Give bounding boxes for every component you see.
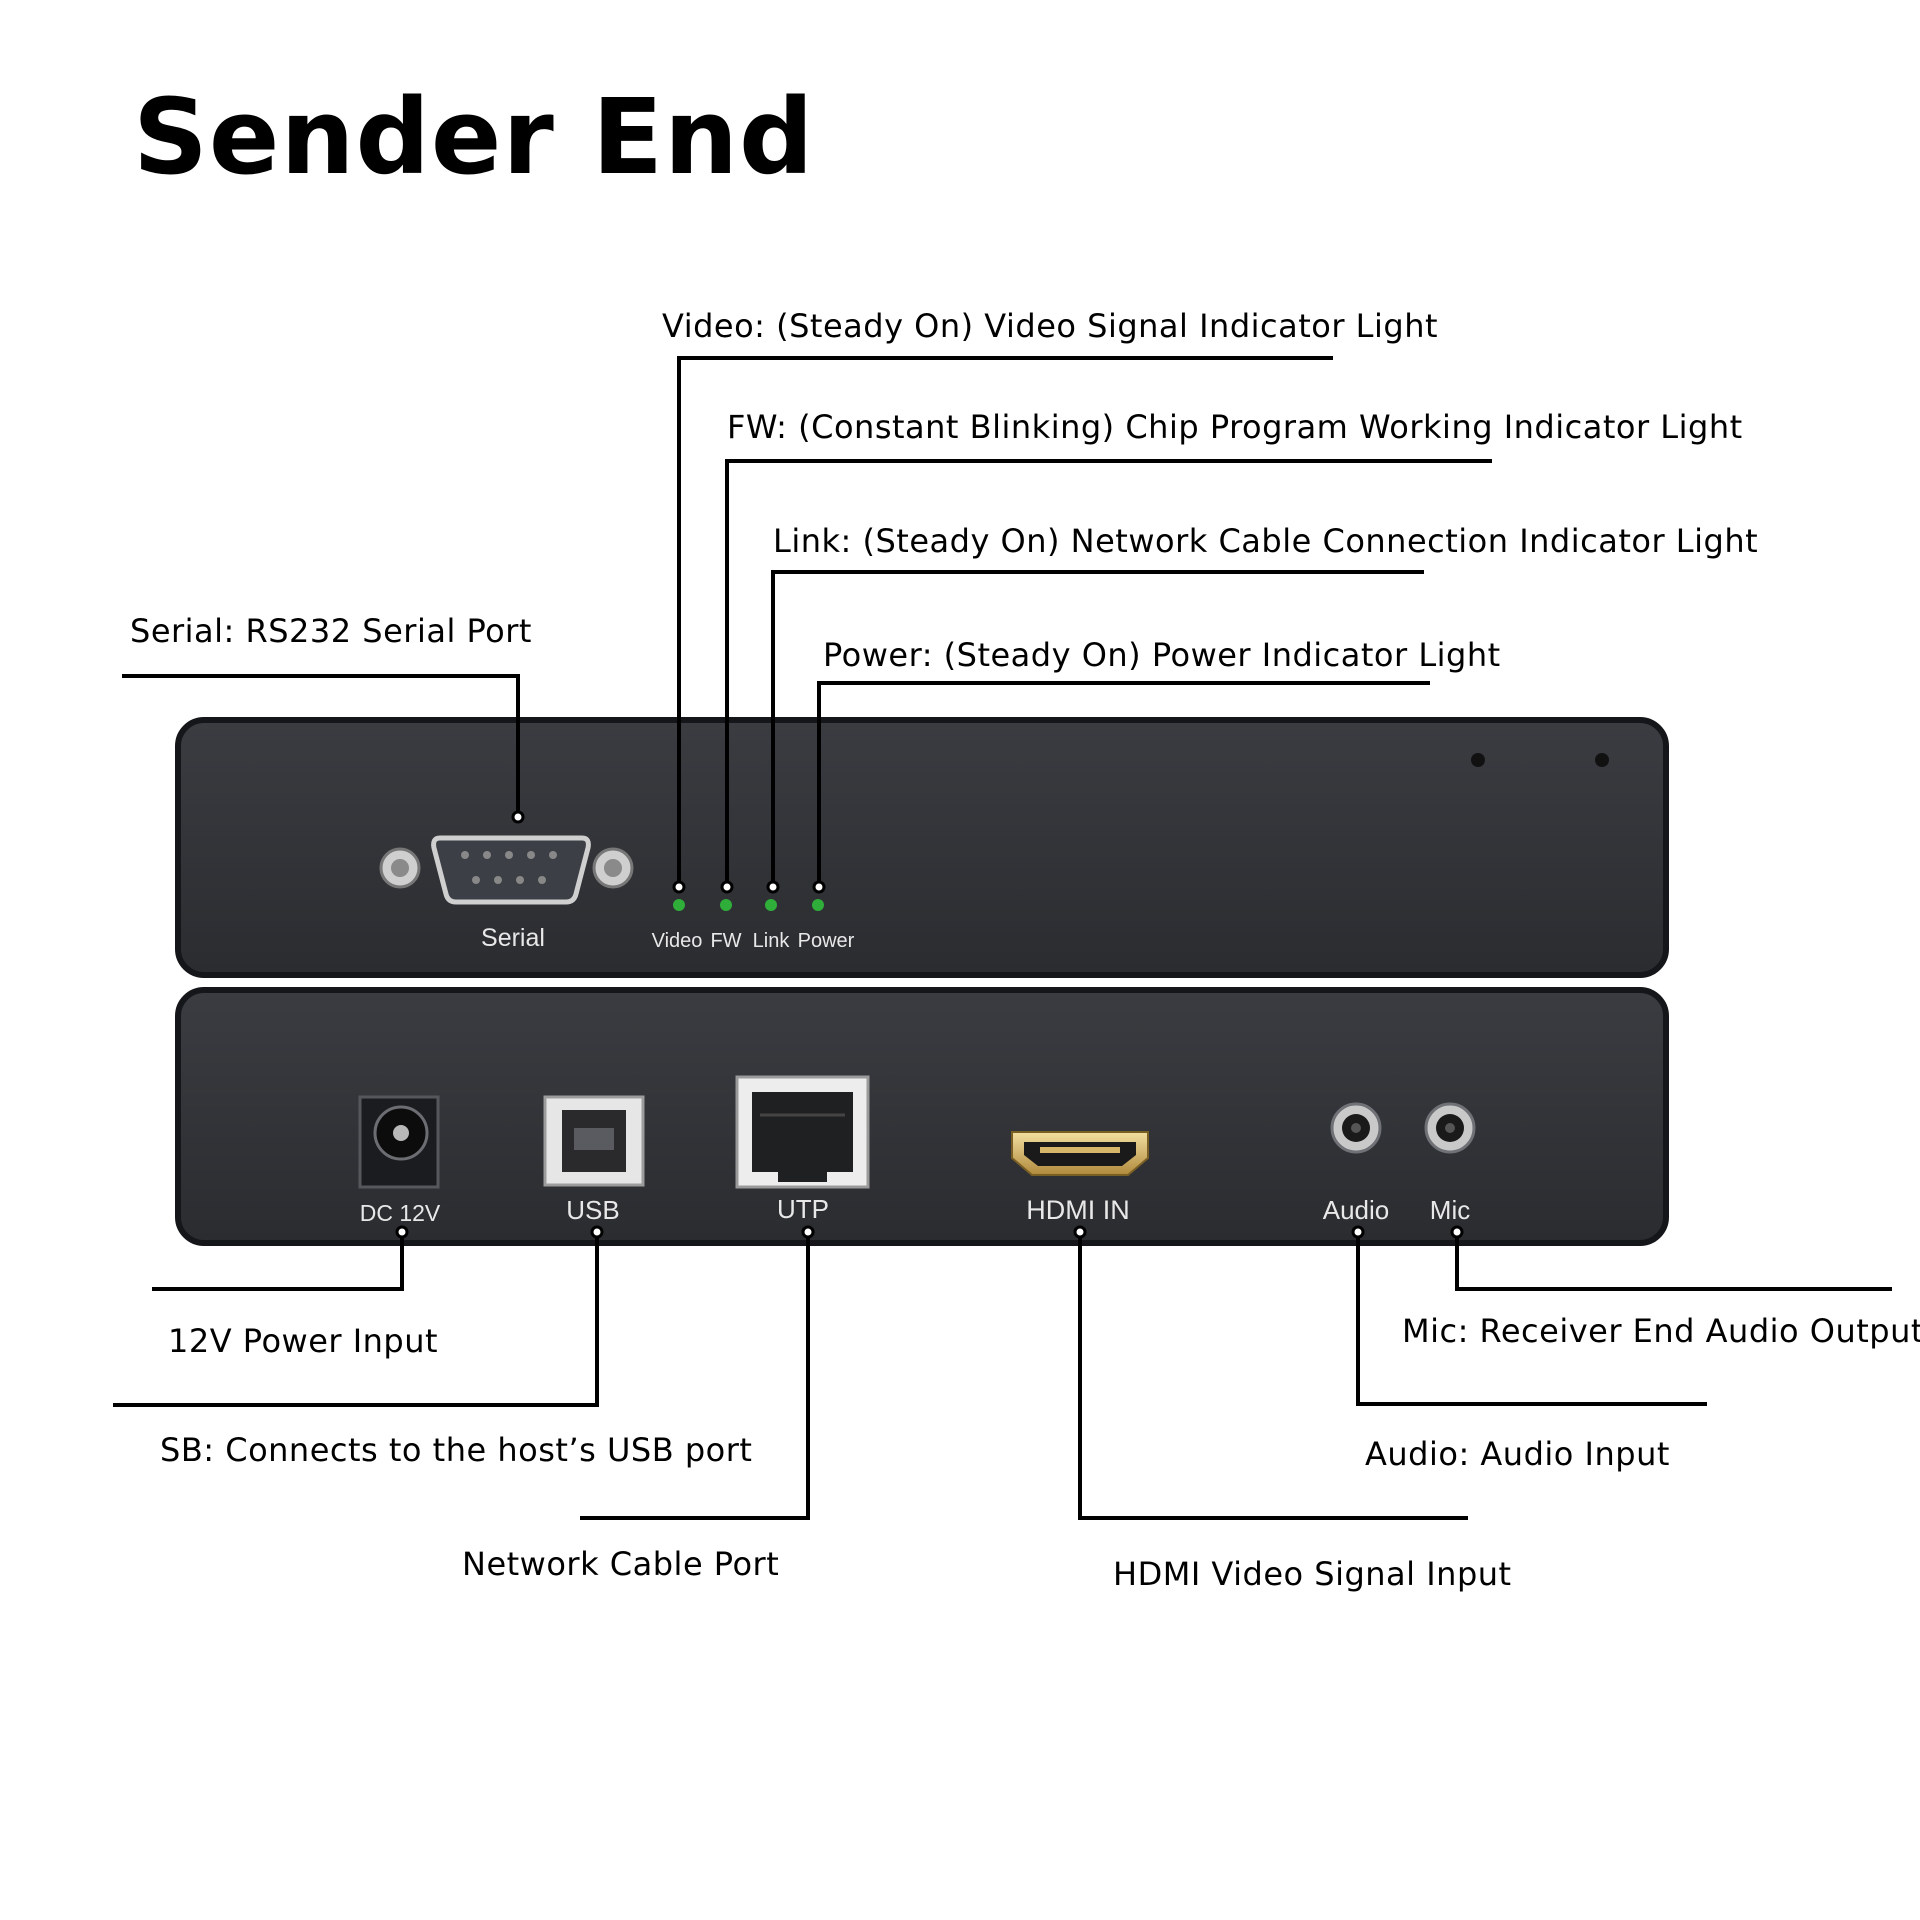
page-title: Sender End	[133, 76, 815, 198]
fw-callout: FW: (Constant Blinking) Chip Program Wor…	[727, 408, 1743, 446]
video-led-label: Video	[652, 930, 703, 952]
screw-hole	[1595, 753, 1609, 767]
fw-leader-line	[725, 459, 1492, 887]
usb-leader-line	[113, 1232, 599, 1407]
front-panel: Serial Video FW Link Power	[175, 717, 1669, 978]
mic-jack-label: Mic	[1430, 1195, 1470, 1225]
serial-port-label: Serial	[481, 924, 545, 952]
utp-port-label: UTP	[777, 1194, 829, 1224]
hdmi-port-label: HDMI IN	[1026, 1195, 1130, 1225]
fw-led	[720, 899, 732, 911]
link-led-label: Link	[753, 930, 791, 952]
utp-leader-line	[580, 1232, 810, 1520]
power-led	[812, 899, 824, 911]
audio-jack	[1330, 1102, 1382, 1154]
video-callout: Video: (Steady On) Video Signal Indicato…	[662, 307, 1439, 345]
dc-callout: 12V Power Input	[168, 1322, 439, 1360]
link-callout: Link: (Steady On) Network Cable Connecti…	[773, 522, 1759, 560]
mic-jack	[1424, 1102, 1476, 1154]
power-led-label: Power	[798, 930, 855, 952]
link-led	[765, 899, 777, 911]
hdmi-port	[1011, 1131, 1149, 1176]
link-leader-line	[771, 570, 1424, 887]
mic-leader-line	[1455, 1232, 1892, 1291]
dc-jack	[358, 1095, 440, 1189]
serial-callout: Serial: RS232 Serial Port	[130, 612, 532, 650]
usb-port-label: USB	[566, 1195, 619, 1225]
power-callout: Power: (Steady On) Power Indicator Light	[823, 636, 1501, 674]
leader-dots	[395, 810, 1464, 1239]
utp-port	[735, 1075, 870, 1189]
serial-port	[379, 835, 634, 905]
usb-callout: SB: Connects to the host’s USB port	[160, 1431, 753, 1469]
audio-leader-line	[1356, 1232, 1707, 1406]
audio-callout: Audio: Audio Input	[1365, 1435, 1670, 1473]
screw-hole	[1471, 753, 1485, 767]
mic-callout: Mic: Receiver End Audio Output	[1402, 1312, 1920, 1350]
hdmi-callout: HDMI Video Signal Input	[1113, 1555, 1512, 1593]
usb-port	[543, 1095, 645, 1187]
serial-leader-line	[122, 674, 520, 817]
dc-jack-label: DC 12V	[360, 1200, 441, 1226]
video-leader-line	[677, 356, 1333, 887]
audio-jack-label: Audio	[1323, 1195, 1390, 1225]
power-leader-line	[817, 681, 1430, 887]
fw-led-label: FW	[710, 930, 741, 952]
utp-callout: Network Cable Port	[462, 1545, 780, 1583]
leader-lines	[113, 356, 1892, 1520]
dc-leader-line	[152, 1232, 404, 1291]
hdmi-leader-line	[1078, 1232, 1468, 1520]
rear-panel: DC 12V USB UTP HDMI IN	[175, 987, 1669, 1246]
video-led	[673, 899, 685, 911]
